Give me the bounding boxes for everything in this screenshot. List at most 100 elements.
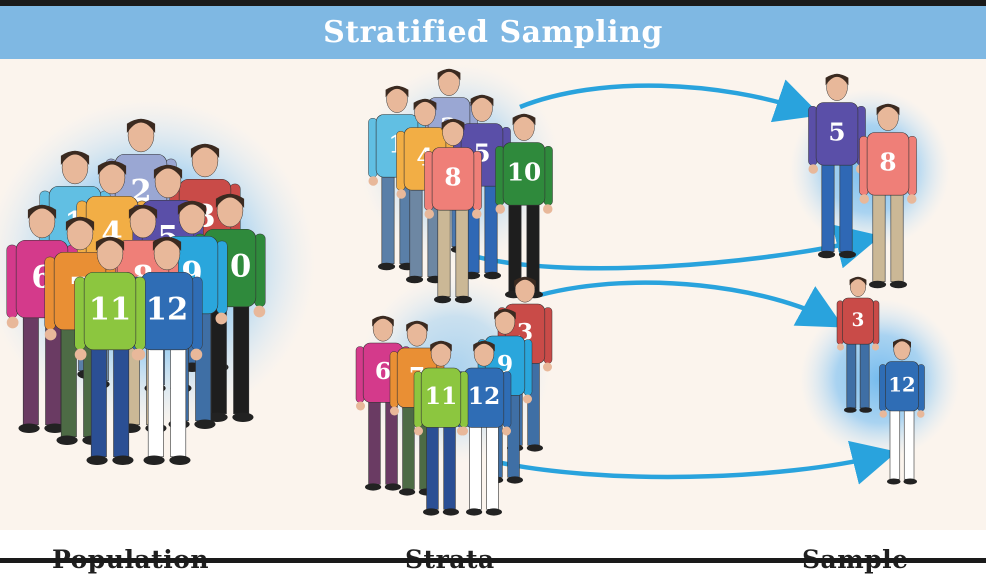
person-5-leg — [821, 161, 835, 252]
person-12-hair — [473, 341, 495, 352]
person-12-hand — [917, 410, 925, 418]
person-8-leg — [890, 191, 904, 282]
person-5-hair — [470, 95, 494, 107]
person-3-leg — [846, 341, 857, 409]
person-11: 11 — [74, 236, 146, 465]
person-12-leg — [903, 407, 915, 480]
diagram-svg: 23145109867121121451083967121158312 — [0, 64, 960, 516]
person-9-arm — [216, 240, 228, 315]
person-7-hand — [44, 328, 57, 341]
person-3: 3 — [836, 276, 880, 413]
person-11: 11 — [413, 340, 469, 516]
person-9-hand — [215, 312, 228, 325]
person-5-shirt — [815, 102, 859, 166]
person-11-leg — [113, 344, 130, 458]
title-bar: Stratified Sampling — [0, 6, 986, 59]
person-12-hair — [893, 339, 911, 348]
person-8: 8 — [859, 103, 917, 289]
person-4-hand — [396, 189, 406, 199]
person-11-number: 11 — [425, 382, 458, 410]
person-6-hand — [6, 316, 19, 329]
person-12-shoe — [143, 455, 165, 465]
person-8-hand — [907, 194, 917, 204]
person-8-hair — [876, 104, 900, 116]
person-9-shoe — [506, 476, 523, 484]
person-12-hair — [152, 237, 182, 252]
person-8-leg — [455, 206, 469, 297]
person-6-shoe — [18, 423, 40, 433]
person-5-shoe — [838, 250, 856, 259]
person-12-arm — [191, 276, 203, 351]
person-8-number: 8 — [444, 163, 461, 192]
person-8-hand — [424, 209, 434, 219]
person-10-shirt — [502, 142, 546, 206]
arrow-stratum1-to-5 — [519, 79, 821, 123]
person-12-hand — [879, 410, 887, 418]
person-1-hand — [368, 176, 378, 186]
person-3-shoe — [526, 444, 544, 452]
person-12-leg — [147, 344, 164, 458]
person-10-arm — [254, 233, 266, 308]
person-8-arm — [859, 136, 869, 196]
person-1-arm — [368, 118, 378, 178]
person-6-number: 6 — [375, 357, 391, 385]
person-8-shoe — [454, 295, 473, 304]
person-11-hand — [133, 348, 146, 361]
person-5-shoe — [483, 271, 502, 280]
person-8-shoe — [889, 280, 907, 289]
person-12-hand — [190, 348, 203, 361]
person-10-arm — [495, 146, 505, 206]
person-3-hair — [849, 277, 867, 286]
person-6-leg — [22, 312, 39, 426]
person-11-shoe — [112, 455, 134, 465]
person-5-hair — [153, 165, 183, 180]
person-11-hand — [74, 348, 87, 361]
person-8-shoe — [869, 280, 887, 289]
person-3-number: 3 — [852, 310, 865, 331]
person-11-leg — [443, 423, 456, 510]
person-8-leg — [872, 191, 886, 282]
person-12-leg — [486, 423, 499, 510]
person-6-hair — [372, 316, 394, 327]
person-7-arm — [44, 256, 56, 331]
person-7-hand — [390, 406, 399, 416]
person-12-shoe — [169, 455, 191, 465]
person-5-number: 5 — [828, 118, 845, 147]
person-12-leg — [170, 344, 187, 458]
person-3-shirt — [842, 297, 874, 345]
person-8-number: 8 — [879, 148, 896, 177]
person-3-hand — [872, 343, 879, 351]
person-10-hair — [512, 114, 536, 126]
person-1-shoe — [378, 262, 396, 271]
person-11-shoe — [423, 508, 440, 516]
person-11-number: 11 — [89, 291, 132, 327]
person-11-shoe — [86, 455, 108, 465]
person-11-arm — [134, 276, 146, 351]
person-5-leg — [839, 161, 853, 252]
person-12-shirt — [885, 361, 919, 412]
person-9-arm — [523, 339, 533, 396]
person-5-head — [826, 73, 848, 101]
person-7-arm — [389, 351, 399, 408]
person-4-hair — [97, 161, 127, 176]
person-6-leg — [368, 398, 381, 485]
person-12: 12 — [131, 236, 203, 465]
person-11-shoe — [442, 508, 459, 516]
person-7-hair — [65, 217, 95, 232]
person-3-hair — [190, 144, 220, 159]
person-7-hair — [406, 321, 428, 332]
person-10-hand — [253, 305, 266, 318]
person-11-hand — [414, 426, 423, 436]
person-12-number: 12 — [146, 291, 189, 327]
person-12-hand — [502, 426, 511, 436]
arrow-stratum2-to-12 — [491, 440, 898, 485]
person-7-leg — [60, 324, 77, 438]
person-7-shoe — [399, 488, 416, 496]
person-8-shoe — [434, 295, 452, 304]
person-1-hair — [385, 86, 409, 98]
person-8-arm — [907, 136, 917, 196]
person-12-shoe — [485, 508, 502, 516]
diagram-title: Stratified Sampling — [323, 15, 663, 50]
person-12-shoe — [887, 478, 901, 485]
person-12-leg — [889, 407, 901, 480]
